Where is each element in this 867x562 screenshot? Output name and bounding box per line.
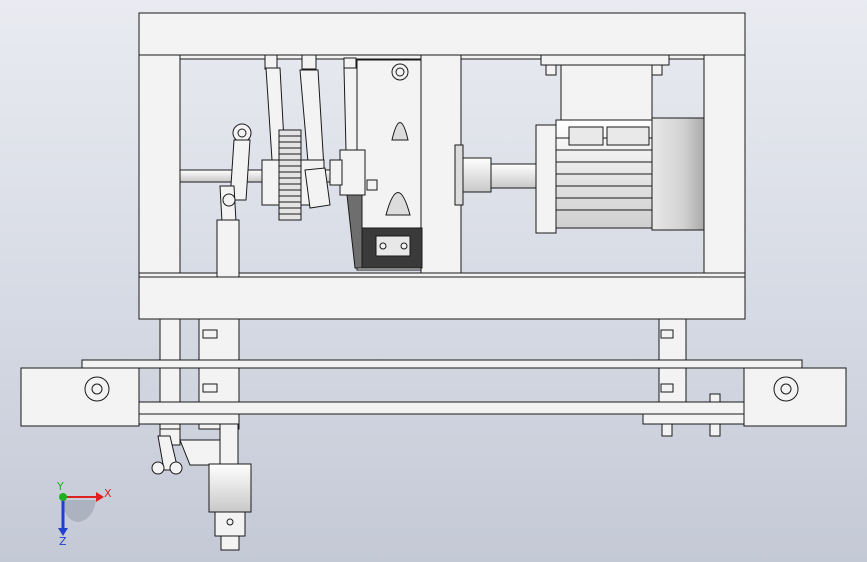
coordinate-triad: X Y Z bbox=[56, 480, 112, 548]
machine-frame[interactable] bbox=[138, 12, 746, 320]
electric-motor[interactable] bbox=[535, 54, 705, 234]
frame-right-post[interactable] bbox=[703, 54, 746, 278]
frame-bottom-beam[interactable] bbox=[138, 276, 746, 320]
gripper-cylinder[interactable] bbox=[151, 423, 252, 551]
motor-coupling[interactable] bbox=[454, 144, 540, 206]
left-end-bracket[interactable] bbox=[20, 367, 140, 427]
bottom-rail[interactable] bbox=[20, 367, 847, 437]
triad-y-label: Y bbox=[56, 480, 64, 493]
triad-z-label: Z bbox=[59, 535, 67, 548]
frame-top-beam[interactable] bbox=[138, 12, 746, 56]
gearbox[interactable] bbox=[329, 59, 423, 271]
drive-gear[interactable] bbox=[278, 129, 302, 221]
frame-left-post[interactable] bbox=[138, 54, 181, 278]
triad-x-label: X bbox=[104, 487, 112, 500]
crank-linkage[interactable] bbox=[179, 54, 361, 278]
